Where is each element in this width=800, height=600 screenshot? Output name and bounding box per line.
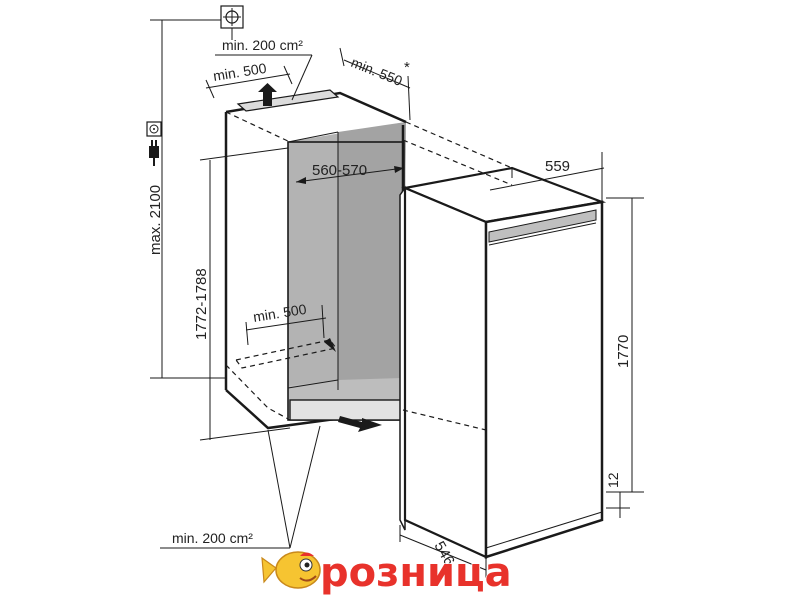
- top-dash-1: [225, 111, 291, 143]
- dim-bottom-vent-depth-tick1: [245, 321, 249, 346]
- logo-text: розница: [320, 550, 512, 596]
- dim-niche-width-arrow-left: [296, 177, 306, 184]
- appliance: [399, 166, 607, 559]
- label-bottom-vent-area: min. 200 cm²: [172, 530, 253, 546]
- plinth-grille: [289, 399, 403, 421]
- label-max-height: max. 2100: [147, 185, 164, 255]
- power-socket-icon: [146, 121, 162, 137]
- dim-appliance-depth: [399, 534, 487, 571]
- label-niche-depth-asterisk: *: [404, 59, 410, 76]
- power-plug-icon: [149, 140, 159, 166]
- guide-mid: [402, 139, 513, 186]
- dim-top-vent-depth-tick2: [283, 65, 293, 85]
- niche: [224, 89, 407, 430]
- leader-bottom-vent-area-a: [267, 429, 291, 549]
- niche-back-wall: [338, 122, 406, 388]
- arrow-up-icon: [258, 83, 277, 106]
- label-plinth-gap: 12: [605, 472, 621, 488]
- top-vent-grille: [236, 89, 340, 112]
- rozn-logo: розница: [261, 549, 512, 597]
- label-appliance-height: 1770: [615, 335, 632, 368]
- label-top-vent-depth: min. 500: [212, 60, 268, 84]
- leader-bottom-vent-area-b: [289, 425, 321, 549]
- crosshair-circle-icon: [220, 5, 244, 29]
- dim-niche-depth: [343, 59, 411, 89]
- dim-top-vent-depth-tick1: [205, 79, 215, 99]
- bottom-side-vent: [235, 339, 338, 369]
- fish-mascot-icon: [261, 551, 321, 589]
- appliance-left-face: [403, 186, 488, 559]
- label-niche-width: 560-570: [312, 162, 367, 179]
- leader-top-vent-area-diag: [291, 54, 313, 101]
- dim-appliance-width: [489, 167, 605, 191]
- dim-niche-width: [295, 167, 405, 183]
- niche-floor-line: [287, 379, 339, 389]
- dim-niche-height-top: [199, 147, 289, 161]
- appliance-top-vent: [488, 209, 597, 243]
- dim-niche-width-arrow-right: [394, 166, 404, 173]
- label-appliance-width: 559: [545, 158, 570, 175]
- dim-bottom-vent-depth: [245, 317, 327, 331]
- label-top-vent-area: min. 200 cm²: [222, 37, 303, 53]
- dim-top-vent-depth: [205, 73, 291, 89]
- arrow-down-small-icon: [324, 338, 336, 352]
- arrow-right-icon: [338, 416, 382, 432]
- appliance-trim: [488, 222, 597, 246]
- niche-top-inner: [287, 131, 339, 143]
- dim-niche-depth-tick1: [339, 47, 345, 67]
- lower-dash-area: [225, 364, 291, 421]
- dim-bottom-vent-depth-tick2: [321, 304, 325, 339]
- dim-niche-depth-tick2: [407, 75, 411, 121]
- label-niche-depth: min. 550: [349, 54, 405, 89]
- appliance-plinth-line: [485, 511, 603, 549]
- guide-top: [405, 121, 513, 169]
- dim-niche-height-bottom: [199, 427, 291, 441]
- label-niche-height: 1772-1788: [193, 268, 210, 340]
- top-dash-2: [339, 92, 407, 123]
- appliance-front: [484, 200, 604, 559]
- appliance-side: [399, 185, 406, 531]
